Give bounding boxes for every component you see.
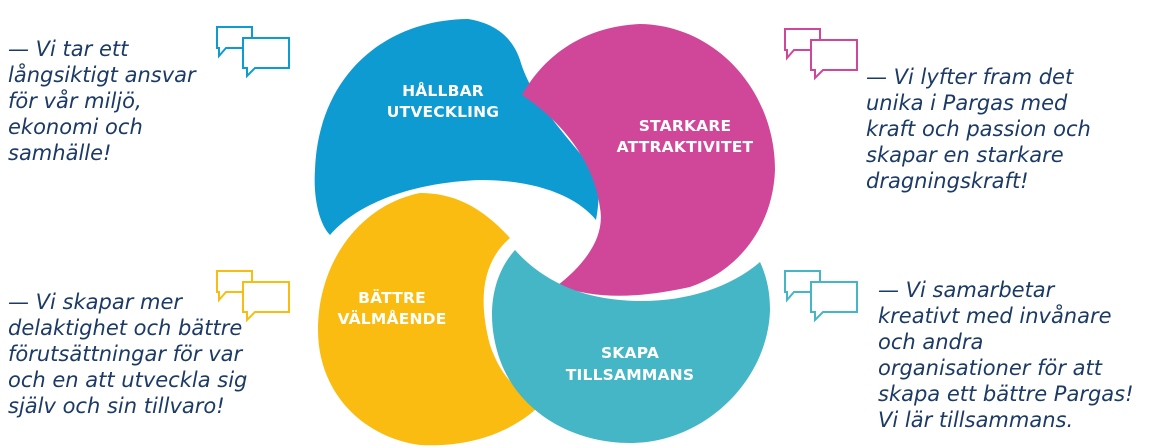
quote-top-right: — Vi lyfter fram det unika i Pargas med … (866, 65, 1091, 193)
segment-skapa-tillsammans (492, 250, 770, 443)
segment-hallbar-utveckling (314, 19, 599, 235)
quote-bottom-right: — Vi samarbetar kreativt med invånare oc… (878, 278, 1134, 432)
label-hallbar-line2: UTVECKLING (387, 103, 499, 121)
label-battre-line1: BÄTTRE (358, 288, 426, 307)
quote-bottom-left: — Vi skapar mer delaktighet och bättre f… (8, 290, 248, 418)
label-skapa-line2: TILLSAMMANS (566, 366, 694, 384)
quote-top-left: — Vi tar ett långsiktigt ansvar för vår … (8, 37, 196, 165)
speech-bubbles-icon (784, 28, 858, 81)
label-battre-line2: VÄLMÅENDE (337, 309, 446, 328)
segment-battre-valmaende (318, 193, 545, 446)
label-starkare-line1: STARKARE (639, 117, 732, 135)
label-skapa-line1: SKAPA (601, 344, 659, 362)
speech-bubbles-icon (216, 270, 290, 323)
speech-bubbles-icon (784, 270, 858, 323)
label-starkare-line2: ATTRAKTIVITET (617, 138, 754, 156)
label-hallbar-line1: HÅLLBAR (402, 81, 484, 100)
segment-starkare-attraktivitet (522, 24, 775, 296)
speech-bubbles-icon (216, 26, 290, 79)
